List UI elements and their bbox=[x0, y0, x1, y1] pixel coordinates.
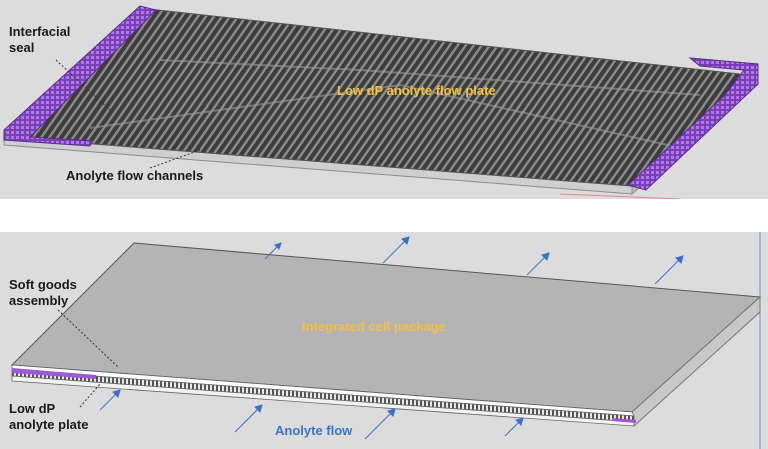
bottom-panel: Soft goods assembly Integrated cell pack… bbox=[0, 232, 768, 449]
interfacial-seal-label: Interfacial seal bbox=[9, 24, 70, 56]
soft-goods-label: Soft goods assembly bbox=[9, 277, 77, 309]
anolyte-flow-label: Anolyte flow bbox=[275, 423, 353, 438]
low-dp-line1: Low dP bbox=[9, 401, 56, 416]
low-dp-plate-label: Low dP anolyte plate bbox=[9, 401, 88, 433]
interfacial-seal-left bbox=[3, 5, 157, 147]
low-dp-line2: anolyte plate bbox=[9, 417, 89, 432]
flow-channels-label: Anolyte flow channels bbox=[66, 168, 204, 183]
package-label: Integrated cell package bbox=[302, 319, 446, 334]
soft-goods-line2: assembly bbox=[9, 293, 69, 308]
top-panel: Interfacial seal Low dP anolyte flow pla… bbox=[0, 0, 768, 199]
soft-goods-line1: Soft goods bbox=[9, 277, 77, 292]
flow-plate-render bbox=[2, 5, 760, 199]
seal-corner-left bbox=[12, 368, 96, 379]
plate-label: Low dP anolyte flow plate bbox=[337, 83, 496, 98]
cell-package-render bbox=[10, 232, 762, 449]
seal-label-line1: Interfacial bbox=[9, 24, 71, 39]
interfacial-seal-right bbox=[627, 57, 759, 191]
seal-label-line2: seal bbox=[9, 40, 35, 55]
flow-arrows bbox=[99, 236, 684, 440]
seal-corner-right bbox=[612, 418, 636, 423]
